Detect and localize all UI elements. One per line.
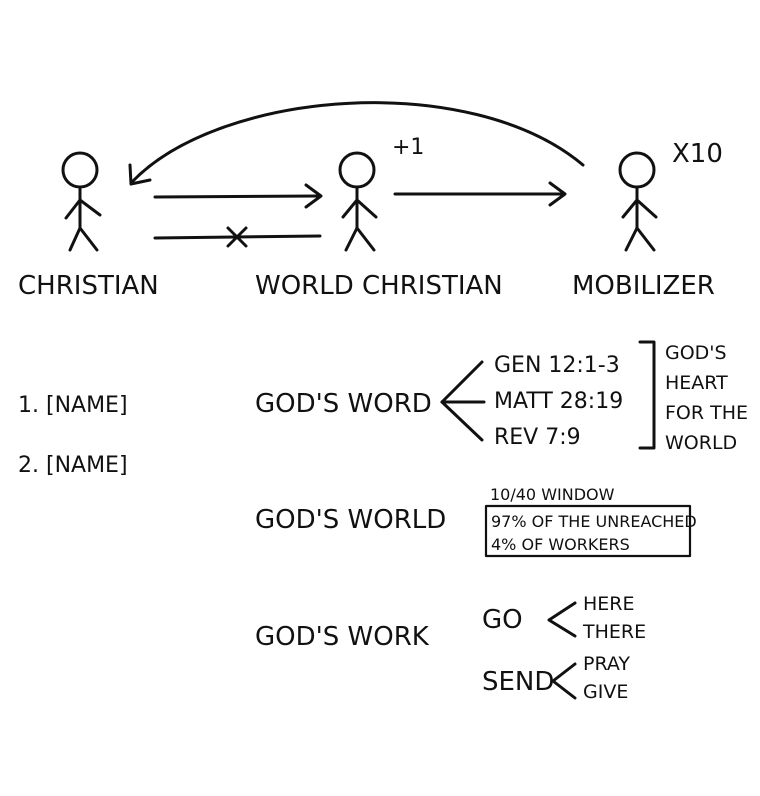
go-branch [547,601,577,638]
world-christian-figure [338,151,378,252]
verse-matthew: MATT 28:19 [494,389,623,414]
go-option-here: HERE [583,593,635,615]
stats-box [484,504,692,558]
christian-label: CHRISTIAN [18,271,159,301]
world-christian-label: WORLD CHRISTIAN [255,271,503,301]
mobilizer-figure [618,151,658,252]
summary-line-4: WORLD [665,432,737,454]
mobilizer-label: MOBILIZER [572,271,715,301]
christian-to-world-christian-arrow [153,183,323,209]
send-branch [551,662,577,700]
window-title: 10/40 WINDOW [490,485,615,504]
name-item-1: 1. [NAME] [18,393,128,418]
summary-line-2: HEART [665,372,728,394]
send-option-pray: PRAY [583,653,630,675]
verse-genesis: GEN 12:1-3 [494,353,620,378]
christian-figure [61,151,102,252]
gods-work-label: GOD'S WORK [255,622,430,652]
stat-unreached: 97% OF THE UNREACHED [491,512,697,531]
verse-revelation: REV 7:9 [494,425,581,450]
gods-word-branch [440,360,486,442]
verses-bracket [638,340,656,450]
gods-world-label: GOD'S WORLD [255,505,446,535]
world-christian-to-mobilizer-arrow [393,181,567,207]
stat-workers: 4% OF WORKERS [491,535,630,554]
name-item-2: 2. [NAME] [18,453,128,478]
blocked-reverse-line [153,226,322,248]
send-label: SEND [482,667,554,697]
go-label: GO [482,605,523,635]
mobilizer-multiplier: X10 [672,139,723,169]
world-christian-multiplier: +1 [392,135,424,160]
summary-line-1: GOD'S [665,342,727,364]
gods-word-label: GOD'S WORD [255,389,432,419]
go-option-there: THERE [582,621,646,643]
summary-line-3: FOR THE [665,402,748,424]
send-option-give: GIVE [583,681,628,703]
return-arc-arrow [128,101,585,186]
